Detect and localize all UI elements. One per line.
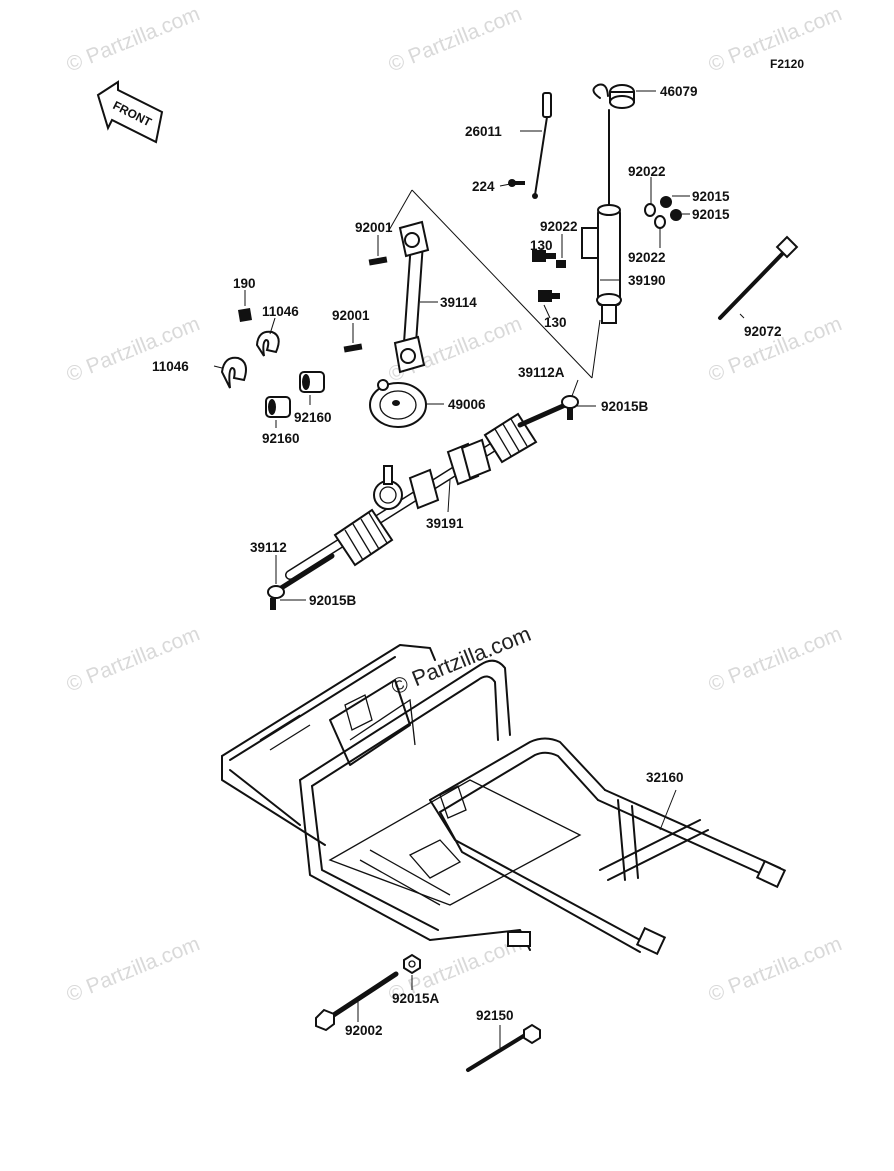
leader-lines (213, 90, 745, 1048)
bolt-92002[interactable] (315, 971, 399, 1032)
label-39112A[interactable]: 39112A (518, 365, 565, 380)
label-130[interactable]: 130 (544, 315, 567, 330)
rod-26011[interactable] (532, 92, 552, 199)
nut-92015-lower[interactable] (670, 209, 682, 221)
label-26011[interactable]: 26011 (465, 124, 502, 139)
bolt-92001-lower[interactable] (343, 343, 363, 353)
label-92160[interactable]: 92160 (262, 431, 300, 446)
label-92001[interactable]: 92001 (332, 308, 370, 323)
screw-224[interactable] (508, 179, 525, 187)
nut-92015A[interactable] (403, 953, 421, 975)
label-11046[interactable]: 11046 (262, 304, 299, 319)
washer-92022-upper[interactable] (644, 203, 656, 217)
nut-190[interactable] (238, 308, 252, 322)
label-130[interactable]: 130 (530, 238, 553, 253)
label-32160[interactable]: 32160 (646, 770, 684, 785)
label-92150[interactable]: 92150 (476, 1008, 514, 1023)
label-92002[interactable]: 92002 (345, 1023, 383, 1038)
label-92160[interactable]: 92160 (294, 410, 332, 425)
boot-49006[interactable] (369, 379, 427, 428)
bushing-92160-upper[interactable] (299, 371, 325, 393)
label-39112[interactable]: 39112 (250, 540, 287, 555)
steering-shaft-39114[interactable] (393, 220, 430, 374)
watermark-center: © Partzilla.com (388, 621, 535, 700)
tie-rod-end-39112A[interactable] (517, 395, 579, 428)
steering-column-39190[interactable] (581, 109, 622, 324)
label-39114[interactable]: 39114 (440, 295, 477, 310)
label-39190[interactable]: 39190 (628, 273, 666, 288)
watermark: © Partzilla.com (63, 622, 203, 696)
label-39191[interactable]: 39191 (426, 516, 464, 531)
bushing-92160-lower[interactable] (265, 396, 291, 418)
washer-92022-center[interactable] (556, 260, 566, 268)
watermark: © Partzilla.com (63, 2, 203, 76)
label-92022[interactable]: 92022 (628, 164, 666, 179)
nut-92015-upper[interactable] (660, 196, 672, 208)
bolt-92001-upper[interactable] (368, 256, 388, 266)
label-92015A[interactable]: 92015A (392, 991, 440, 1006)
cap-46079[interactable] (592, 83, 635, 109)
figure-code: F2120 (770, 57, 804, 71)
label-92015[interactable]: 92015 (692, 207, 730, 222)
steering-rack-39191[interactable] (285, 412, 538, 580)
label-92015B[interactable]: 92015B (309, 593, 357, 608)
washer-92022-lower[interactable] (654, 215, 666, 229)
clamp-11046-lower[interactable] (220, 356, 247, 389)
label-46079[interactable]: 46079 (660, 84, 698, 99)
label-92001[interactable]: 92001 (355, 220, 393, 235)
part-labels: 46079 26011 224 92022 92015 92015 92022 … (152, 84, 782, 1038)
label-224[interactable]: 224 (472, 179, 495, 194)
front-arrow-icon: FRONT (96, 80, 164, 144)
label-190[interactable]: 190 (233, 276, 256, 291)
frame-32160[interactable] (221, 644, 787, 956)
label-11046[interactable]: 11046 (152, 359, 189, 374)
label-92015[interactable]: 92015 (692, 189, 730, 204)
bolt-130-lower[interactable] (538, 290, 560, 302)
label-49006[interactable]: 49006 (448, 397, 486, 412)
watermark: © Partzilla.com (63, 932, 203, 1006)
column-reference-lines (387, 189, 601, 379)
label-92022[interactable]: 92022 (628, 250, 666, 265)
watermark: © Partzilla.com (63, 312, 203, 386)
watermark: © Partzilla.com (705, 932, 845, 1006)
bolt-130-upper[interactable] (532, 250, 556, 262)
watermark: © Partzilla.com (385, 2, 525, 76)
clamp-11046-upper[interactable] (255, 330, 280, 357)
label-92022[interactable]: 92022 (540, 219, 578, 234)
tie-rod-end-39112[interactable] (267, 553, 335, 610)
watermark: © Partzilla.com (705, 622, 845, 696)
bolt-92072[interactable] (718, 235, 799, 320)
label-92015B[interactable]: 92015B (601, 399, 649, 414)
bolt-92150[interactable] (466, 1023, 541, 1072)
label-92072[interactable]: 92072 (744, 324, 782, 339)
